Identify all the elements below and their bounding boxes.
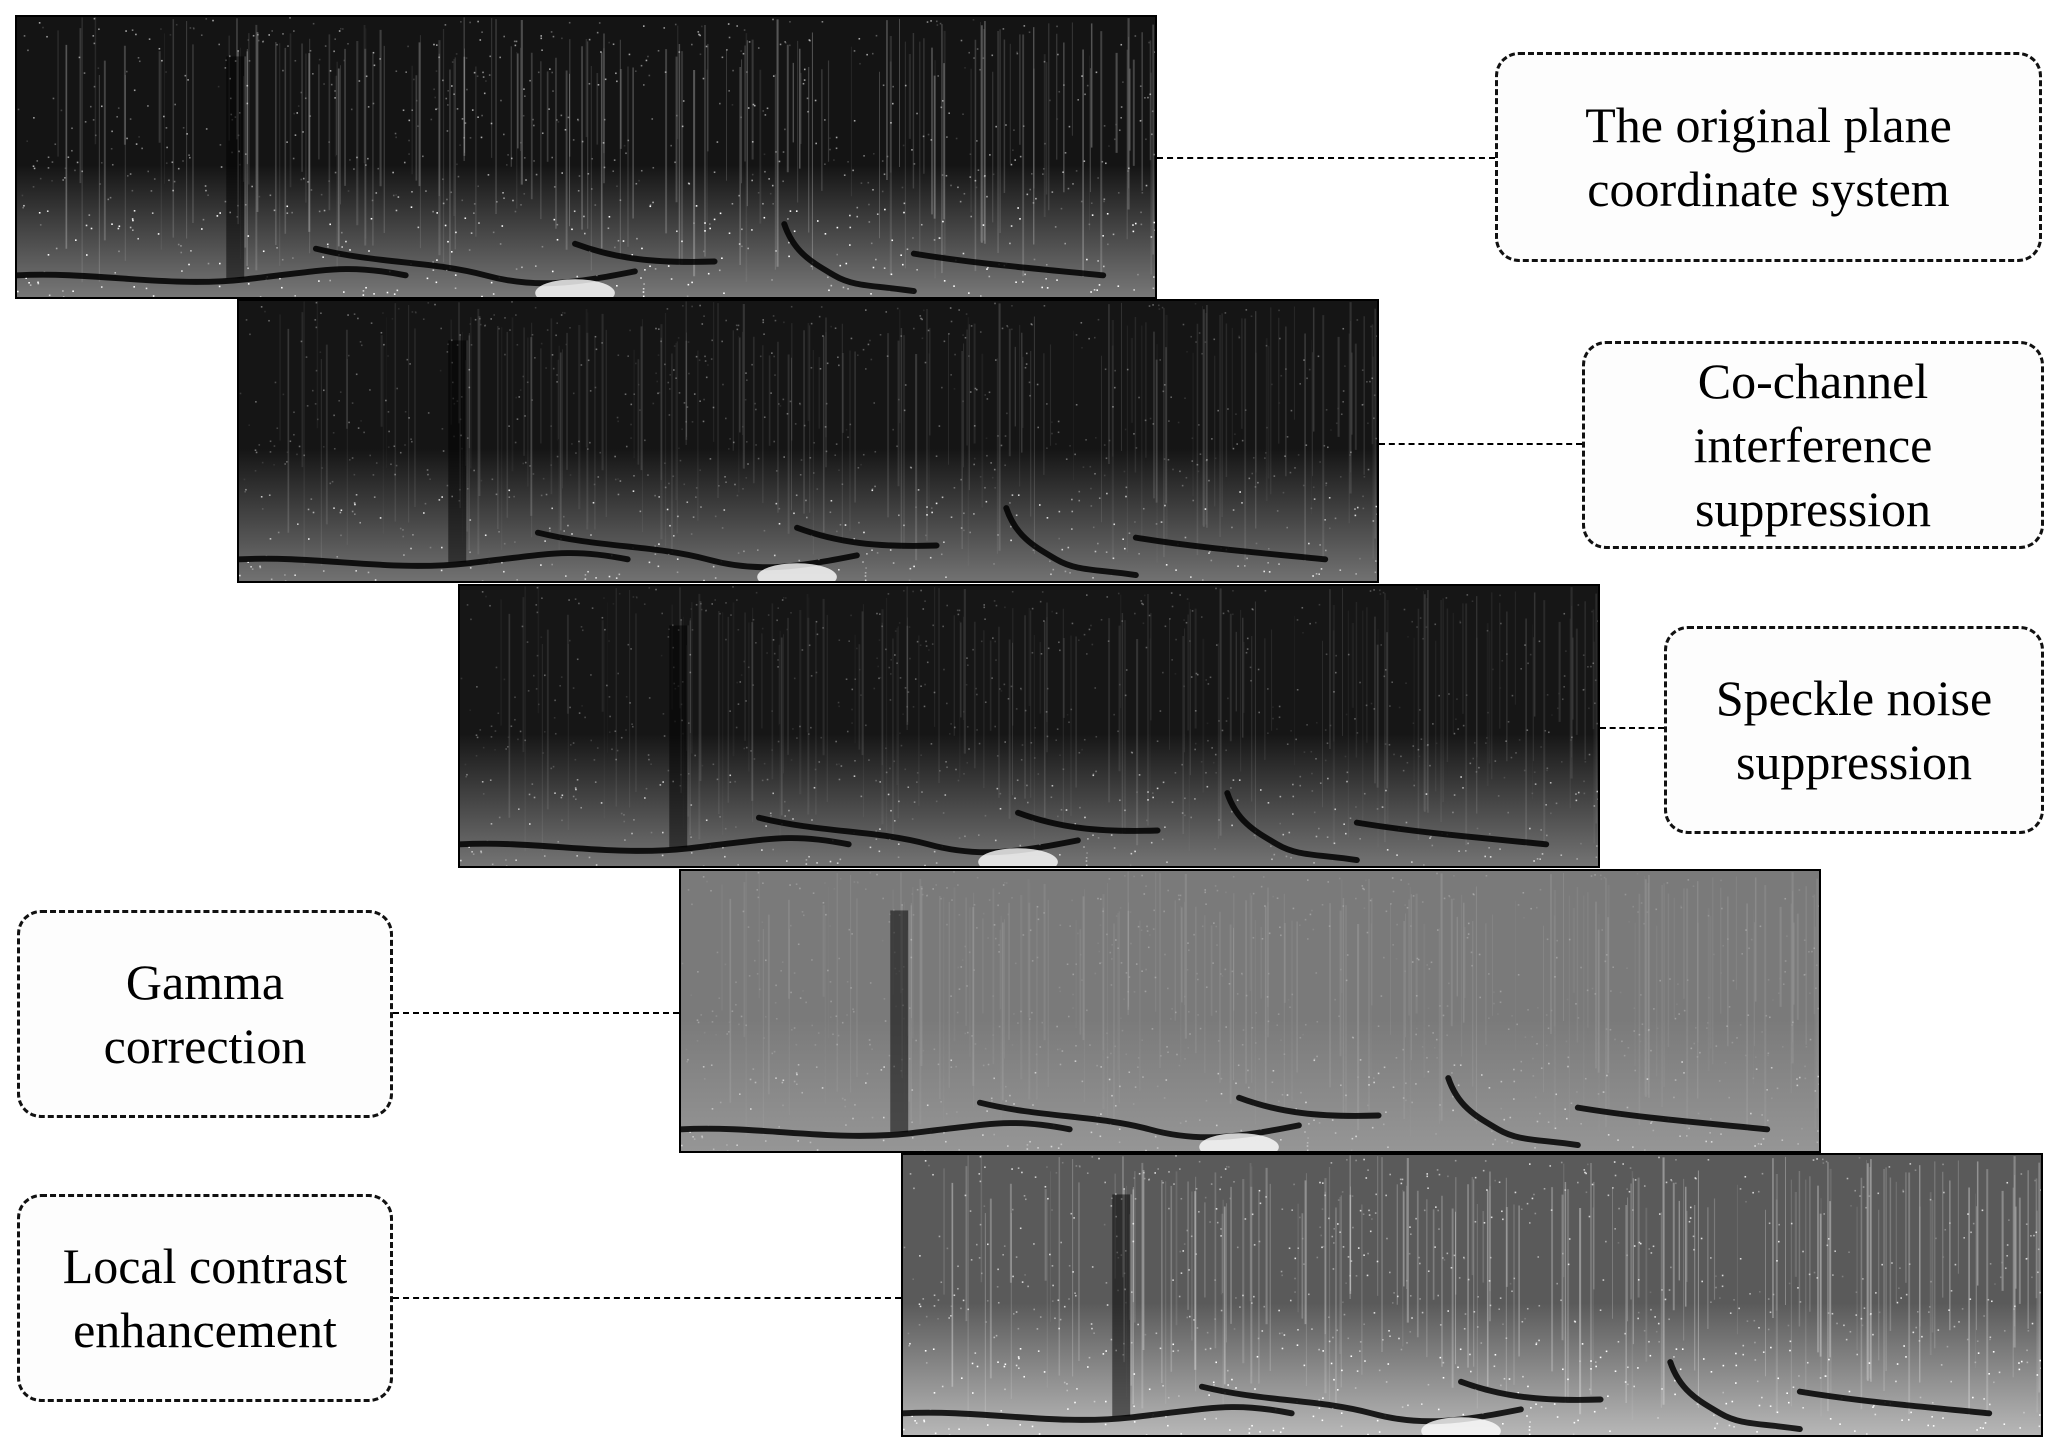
sonar-image-gamma-graphic bbox=[681, 871, 1819, 1151]
connector-original bbox=[1157, 157, 1495, 159]
label-original-line-1: The original plane bbox=[1585, 97, 1952, 153]
label-cochannel-interference-suppression: Co-channel interference suppression bbox=[1582, 341, 2044, 549]
label-cochannel-line-1: Co-channel bbox=[1697, 353, 1929, 409]
sonar-image-speckle-graphic bbox=[460, 586, 1598, 866]
label-cochannel-line-3: suppression bbox=[1694, 481, 1932, 537]
label-gamma-correction: Gamma correction bbox=[17, 910, 393, 1118]
sonar-image-local-contrast-graphic bbox=[903, 1155, 2041, 1435]
connector-cochannel bbox=[1379, 443, 1582, 445]
label-local-contrast-line-1: Local contrast bbox=[62, 1238, 348, 1294]
sonar-image-original-graphic bbox=[17, 17, 1155, 297]
label-original-plane-coordinate-system: The original plane coordinate system bbox=[1495, 52, 2042, 262]
connector-speckle bbox=[1600, 727, 1664, 729]
connector-gamma bbox=[393, 1012, 679, 1014]
label-original-line-2: coordinate system bbox=[1587, 161, 1950, 217]
sonar-image-local-contrast bbox=[901, 1153, 2043, 1437]
label-gamma-line-1: Gamma bbox=[125, 954, 285, 1010]
connector-local-contrast bbox=[393, 1297, 901, 1299]
label-speckle-noise-suppression: Speckle noise suppression bbox=[1664, 626, 2044, 834]
sonar-image-original bbox=[15, 15, 1157, 299]
label-local-contrast-line-2: enhancement bbox=[73, 1302, 337, 1358]
sonar-image-cochannel bbox=[237, 299, 1379, 583]
label-gamma-line-2: correction bbox=[103, 1018, 307, 1074]
sonar-image-cochannel-graphic bbox=[239, 301, 1377, 581]
label-cochannel-line-2: interference bbox=[1693, 417, 1933, 473]
label-speckle-line-1: Speckle noise bbox=[1715, 670, 1993, 726]
label-local-contrast-enhancement: Local contrast enhancement bbox=[17, 1194, 393, 1402]
sonar-image-gamma bbox=[679, 869, 1821, 1153]
label-speckle-line-2: suppression bbox=[1735, 734, 1973, 790]
sonar-image-speckle bbox=[458, 584, 1600, 868]
